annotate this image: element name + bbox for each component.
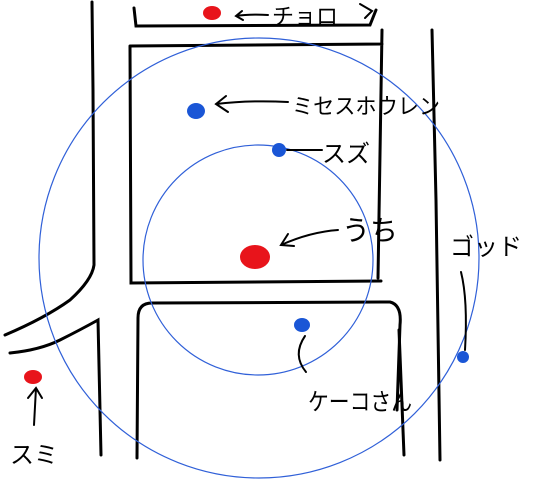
label-sumi: スミ [10, 441, 58, 469]
left-road-line-outer [3, 0, 96, 337]
chiyoda-arrow-right [359, 3, 374, 19]
left-road-line-inner [8, 317, 103, 457]
lower-block-edge [397, 328, 406, 457]
label-mrs-horrens: ミセスホウレン [292, 95, 440, 120]
top-building-outline [132, 6, 378, 28]
label-uchi: うち [342, 214, 398, 247]
sumi-dot [24, 370, 42, 384]
main-block-outline [128, 28, 384, 285]
lower-block-outline [135, 300, 402, 460]
label-god: ゴッド [450, 233, 522, 261]
kenko-leader [297, 335, 307, 373]
chiyoda-dot [203, 6, 221, 20]
uchi-arrow [279, 229, 339, 247]
right-road-line [430, 28, 442, 462]
suzu-dot [272, 143, 286, 157]
sumi-arrow [27, 386, 43, 426]
inner-range-circle [142, 144, 374, 376]
god-dot [457, 351, 469, 363]
label-kenko: ケーコさん [308, 388, 412, 416]
chiyoda-arrow [234, 10, 269, 21]
mrs-horrens-dot [187, 103, 205, 119]
uchi-dot [240, 245, 270, 269]
outer-range-circle [38, 37, 480, 479]
kenko-dot [294, 318, 310, 332]
mrs-horrens-arrow [214, 95, 289, 113]
label-suzu: スズ [322, 140, 370, 168]
label-chiyoda: チョロ [272, 5, 338, 30]
god-leader [460, 271, 467, 351]
